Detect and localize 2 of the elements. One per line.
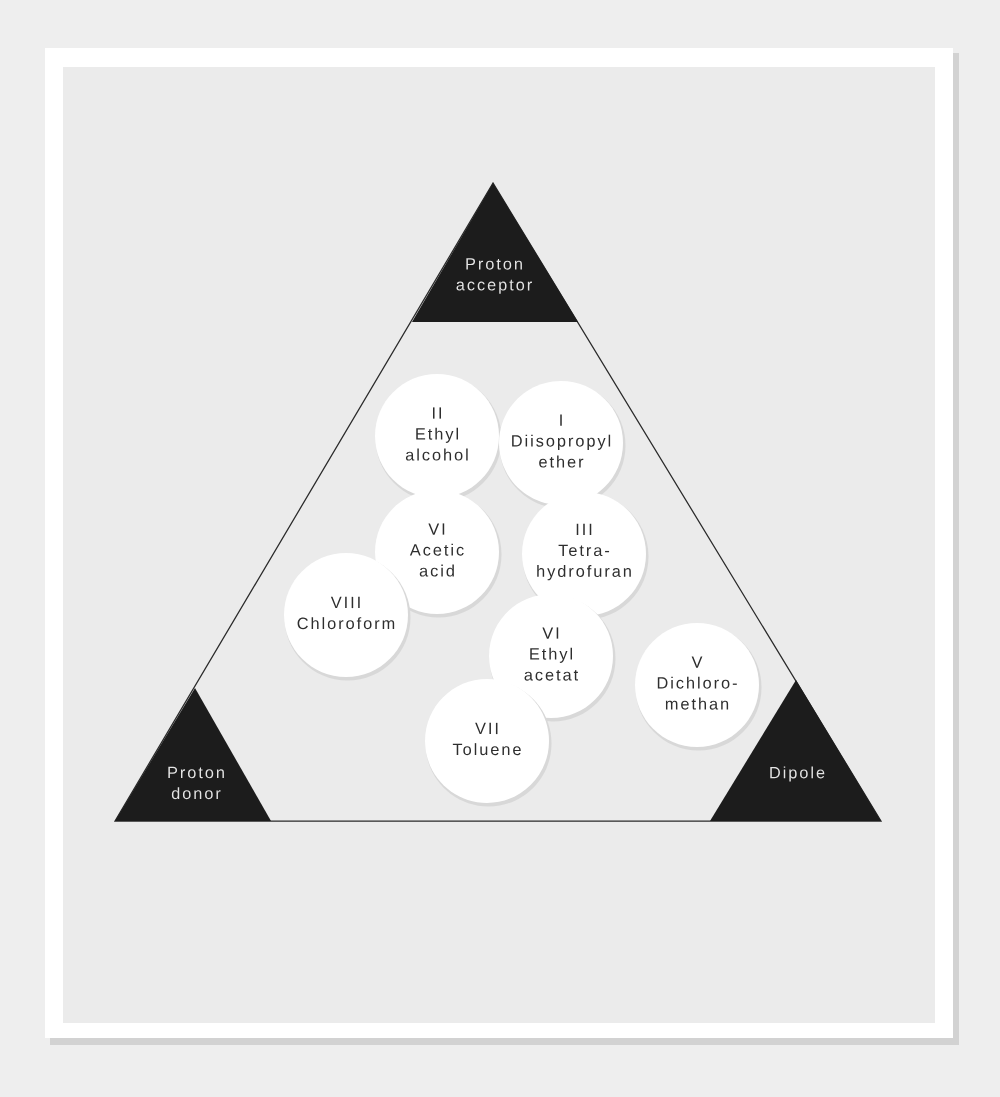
corner-triangle: Proton acceptor xyxy=(412,183,578,322)
corner-triangle: Proton donor xyxy=(115,688,271,821)
